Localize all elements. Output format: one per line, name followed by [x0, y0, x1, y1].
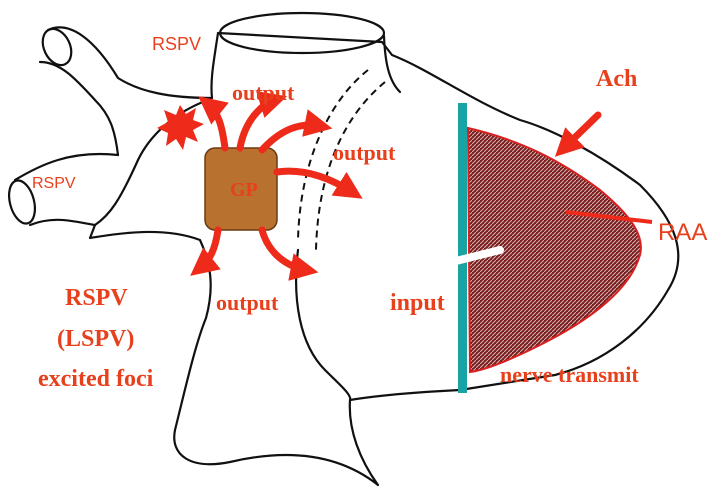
label-rspv-left: RSPV: [32, 175, 76, 192]
label-ach: Ach: [596, 66, 637, 92]
label-rspv-top: RSPV: [152, 34, 201, 54]
label-output-right: output: [333, 140, 396, 165]
label-raa: RAA: [658, 219, 707, 246]
label-output-bottom: output: [216, 290, 279, 315]
arrow-up-left: [208, 104, 225, 148]
label-input: input: [390, 290, 445, 316]
lower-vein-underside: [30, 220, 95, 225]
label-output-top: output: [232, 80, 295, 105]
arrow-down-right: [262, 230, 306, 270]
label-rspv-main: RSPV: [65, 285, 128, 311]
label-excited-foci: excited foci: [38, 366, 154, 392]
arrow-right-lower: [277, 171, 352, 192]
nerve-bar: [458, 103, 467, 393]
ach-arrow: [564, 115, 598, 148]
svc-right-wall: [384, 36, 400, 92]
label-nerve-transmit: nerve transmit: [500, 362, 639, 387]
label-lspv: (LSPV): [57, 326, 134, 352]
svc-opening: [220, 13, 384, 53]
label-gp: GP: [230, 179, 258, 201]
excited-focus-starburst: [157, 105, 204, 150]
upper-vein-underside: [40, 62, 118, 155]
crista-dashed-2: [316, 82, 385, 250]
arrow-right-upper: [262, 125, 320, 150]
